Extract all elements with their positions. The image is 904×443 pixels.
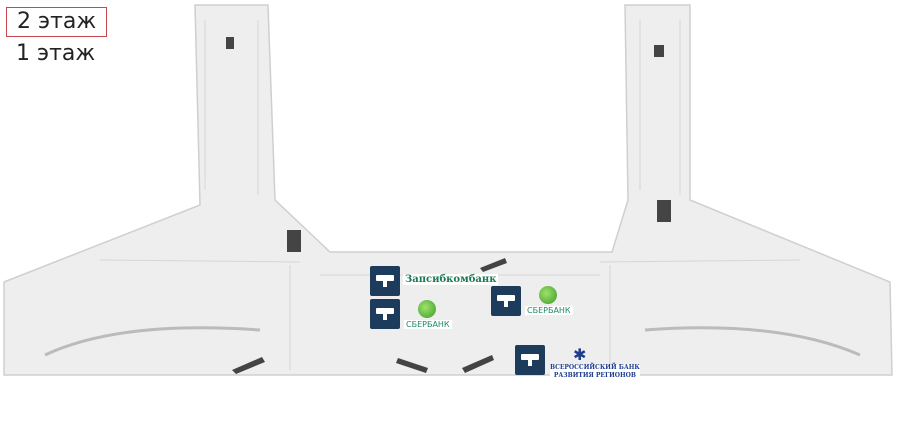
vbrr-star-icon: ✱ <box>573 345 587 364</box>
sberbank-label: СБЕРБАНК <box>525 306 573 315</box>
vbrr-line-2: РАЗВИТИЯ РЕГИОНОВ <box>553 372 636 379</box>
vbrr-line-1: ВСЕРОССИЙСКИЙ БАНК <box>550 364 640 371</box>
escalators <box>226 37 671 374</box>
left-curve <box>44 326 261 357</box>
atm-icon[interactable] <box>370 266 400 296</box>
interior-walls <box>99 20 801 370</box>
sberbank-logo-icon <box>539 286 557 304</box>
vbrr-label: ВСЕРОССИЙСКИЙ БАНК РАЗВИТИЯ РЕГИОНОВ <box>550 364 640 380</box>
right-curve <box>644 326 861 357</box>
floor-1-button[interactable]: 1 этаж <box>16 41 96 66</box>
zapsibkombank-logo: Запсибкомбанк <box>403 274 499 285</box>
atm-icon[interactable] <box>370 299 400 329</box>
floor-2-button[interactable]: 2 этаж <box>6 7 108 37</box>
sberbank-logo-icon <box>418 300 436 318</box>
atm-icon[interactable] <box>515 345 545 375</box>
sberbank-label: СБЕРБАНК <box>404 320 452 329</box>
atm-icon[interactable] <box>491 286 521 316</box>
terminal-outline <box>3 4 893 376</box>
